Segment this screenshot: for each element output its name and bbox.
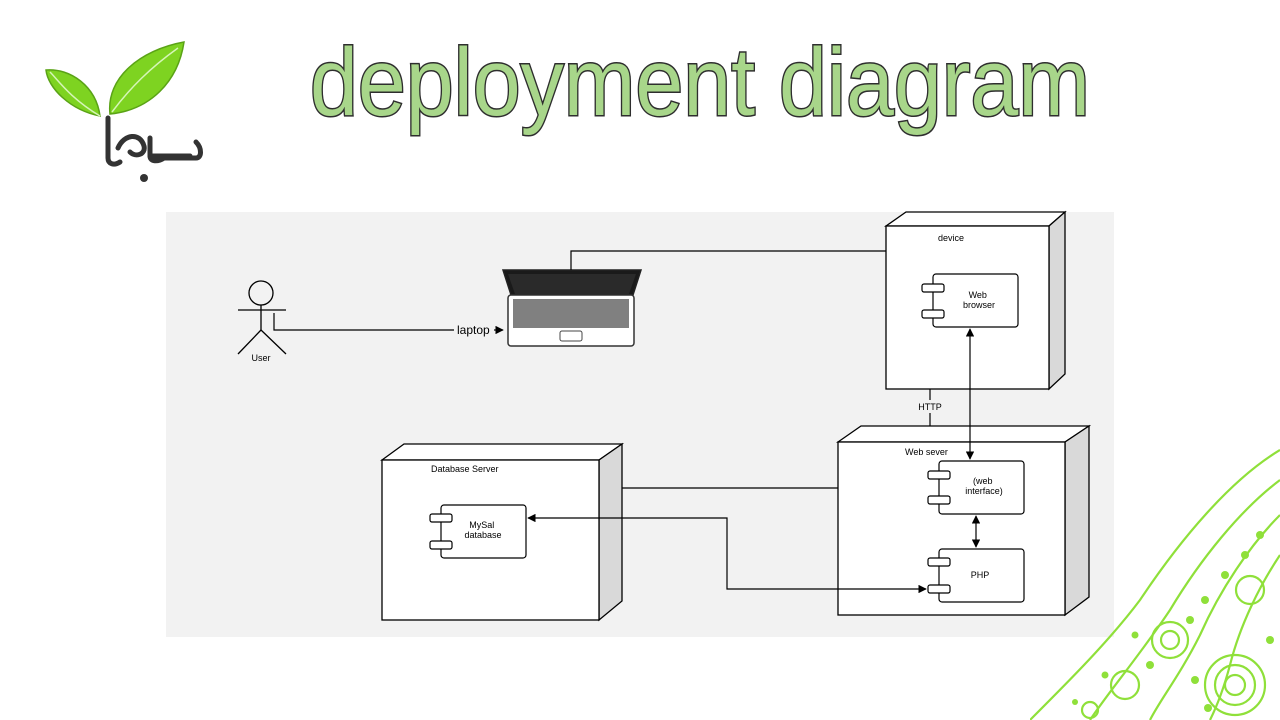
page-title: deployment diagram	[310, 29, 1090, 136]
database-component	[429, 504, 527, 559]
web-browser-label-line1: Web	[969, 290, 987, 300]
php-component	[927, 548, 1025, 603]
leaf-logo	[45, 41, 203, 182]
web-interface-component	[927, 460, 1025, 515]
web-browser-label: Web browser	[963, 290, 995, 310]
database-component-label-line1: MySal	[469, 520, 494, 530]
http-label: HTTP	[918, 402, 942, 412]
web-server-label: Web sever	[905, 447, 948, 457]
database-component-label-line2: database	[464, 530, 501, 540]
php-label: PHP	[971, 570, 990, 580]
database-component-label: MySal database	[464, 520, 501, 540]
web-browser-label-line2: browser	[963, 300, 995, 310]
laptop-label: laptop	[457, 323, 490, 337]
leaf-icon	[109, 41, 185, 115]
title-svg: deployment diagram	[309, 28, 1092, 138]
title-area: deployment diagram	[290, 20, 1110, 170]
web-interface-label-line1: (web	[973, 476, 993, 486]
db-php-connector	[527, 513, 927, 594]
user-label: User	[251, 353, 270, 363]
mandala-decoration	[1030, 449, 1280, 720]
leaf-icon	[45, 69, 101, 117]
web-interface-label: (web interface)	[965, 476, 1003, 496]
user-laptop-connector	[273, 313, 454, 331]
laptop-icon	[501, 269, 643, 347]
database-server-label: Database Server	[431, 464, 499, 474]
device-label: device	[938, 233, 964, 243]
user-actor	[237, 280, 287, 355]
logo-dot	[140, 174, 148, 182]
web-interface-label-line2: interface)	[965, 486, 1003, 496]
web-browser-component	[921, 273, 1019, 328]
logo-lettering	[105, 115, 203, 167]
